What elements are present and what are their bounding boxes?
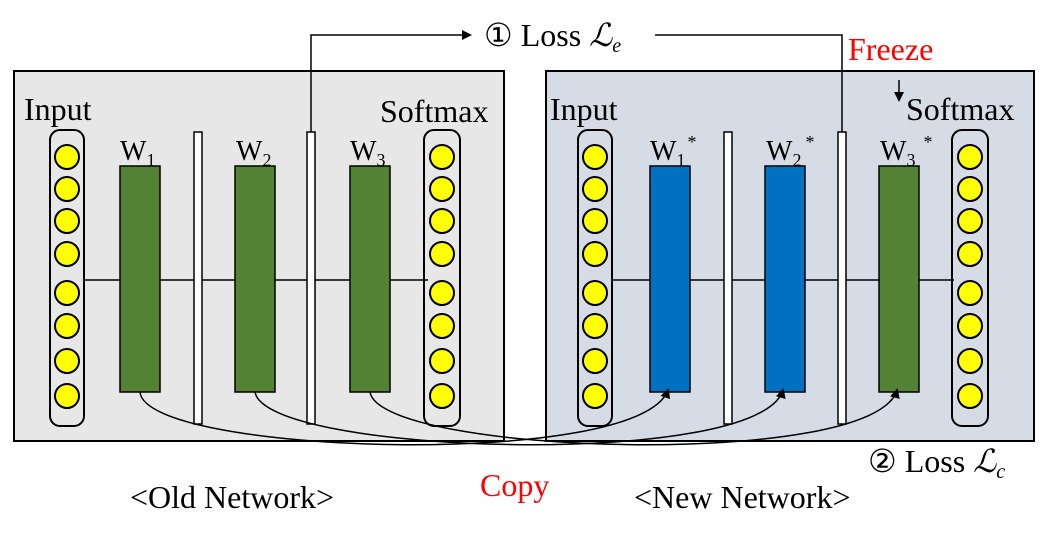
- neuron: [54, 208, 80, 234]
- weight-layer-w2: [234, 165, 276, 393]
- neuron: [429, 241, 455, 267]
- neuron: [957, 280, 983, 306]
- old-input-label: Input: [24, 91, 92, 127]
- hidden-layer-bar: [193, 131, 203, 425]
- neuron: [54, 383, 80, 409]
- softmax-layer-column: [951, 129, 989, 427]
- neuron: [957, 208, 983, 234]
- neuron: [429, 313, 455, 339]
- neuron: [582, 313, 608, 339]
- new-softmax-label: Softmax: [906, 91, 1014, 127]
- neuron: [957, 241, 983, 267]
- new-w2-label: W2*: [766, 132, 814, 170]
- freeze-label: Freeze: [848, 31, 933, 67]
- input-layer-column: [49, 129, 85, 427]
- softmax-layer-column: [423, 129, 461, 427]
- neuron: [582, 144, 608, 170]
- neuron: [429, 383, 455, 409]
- neuron: [429, 176, 455, 202]
- hidden-layer-bar: [837, 131, 847, 425]
- loss-e-right-connector: [655, 34, 843, 132]
- copy-curve-w2: [254, 388, 786, 446]
- new-network-caption: <New Network>: [634, 479, 850, 515]
- neuron: [429, 280, 455, 306]
- neuron: [957, 144, 983, 170]
- old-softmax-label: Softmax: [380, 93, 488, 129]
- input-layer-column: [577, 129, 613, 427]
- neuron: [429, 348, 455, 374]
- loss-e-symbol: ℒ: [589, 17, 613, 53]
- loss-c-number: ②: [868, 443, 897, 479]
- loss-e-left-connector: [310, 30, 472, 132]
- neuron: [54, 176, 80, 202]
- softmax-neurons: [429, 144, 455, 409]
- loss-c-text: Loss: [905, 443, 965, 479]
- hidden-layer-bar: [723, 131, 733, 425]
- new-input-label: Input: [550, 91, 618, 127]
- neuron: [582, 383, 608, 409]
- softmax-neurons: [957, 144, 983, 409]
- old-network-caption: <Old Network>: [130, 479, 334, 515]
- weight-layer-w1: [119, 165, 161, 393]
- loss-e-sub: e: [612, 35, 621, 57]
- neuron: [582, 176, 608, 202]
- new-w3-label: W3*: [880, 132, 932, 170]
- neuron: [54, 348, 80, 374]
- loss-c-symbol: ℒ: [973, 443, 997, 479]
- old-w2-label: W2: [236, 136, 271, 170]
- copy-curve-w1: [139, 388, 671, 446]
- neuron: [957, 176, 983, 202]
- hidden-layer-bar: [306, 131, 316, 425]
- weight-layer-w3: [349, 165, 391, 393]
- neuron: [582, 208, 608, 234]
- loss-e-text: Loss: [521, 17, 581, 53]
- loss-c-sub: c: [996, 461, 1005, 483]
- old-w3-label: W3: [350, 136, 385, 170]
- neuron: [54, 144, 80, 170]
- weight-layer-w3-star: [878, 165, 920, 393]
- neuron: [582, 280, 608, 306]
- neuron: [429, 144, 455, 170]
- neuron: [957, 313, 983, 339]
- copy-curves: [139, 388, 900, 446]
- neuron: [54, 280, 80, 306]
- old-w1-label: W1: [120, 136, 155, 170]
- neuron: [582, 241, 608, 267]
- neuron: [54, 241, 80, 267]
- neuron: [429, 208, 455, 234]
- old-network: Input Softmax W1 W2 W3: [24, 91, 488, 427]
- weight-layer-w1-star: [649, 165, 691, 393]
- weight-layer-w2-star: [764, 165, 806, 393]
- neuron: [54, 313, 80, 339]
- copy-label: Copy: [480, 467, 549, 503]
- neuron: [582, 348, 608, 374]
- input-neurons: [582, 144, 608, 409]
- loss-e-number: ①: [484, 17, 513, 53]
- new-w1-label: W1*: [650, 132, 696, 170]
- copy-curve-w3: [369, 388, 900, 446]
- neuron: [957, 348, 983, 374]
- input-neurons: [54, 144, 80, 409]
- neuron: [957, 383, 983, 409]
